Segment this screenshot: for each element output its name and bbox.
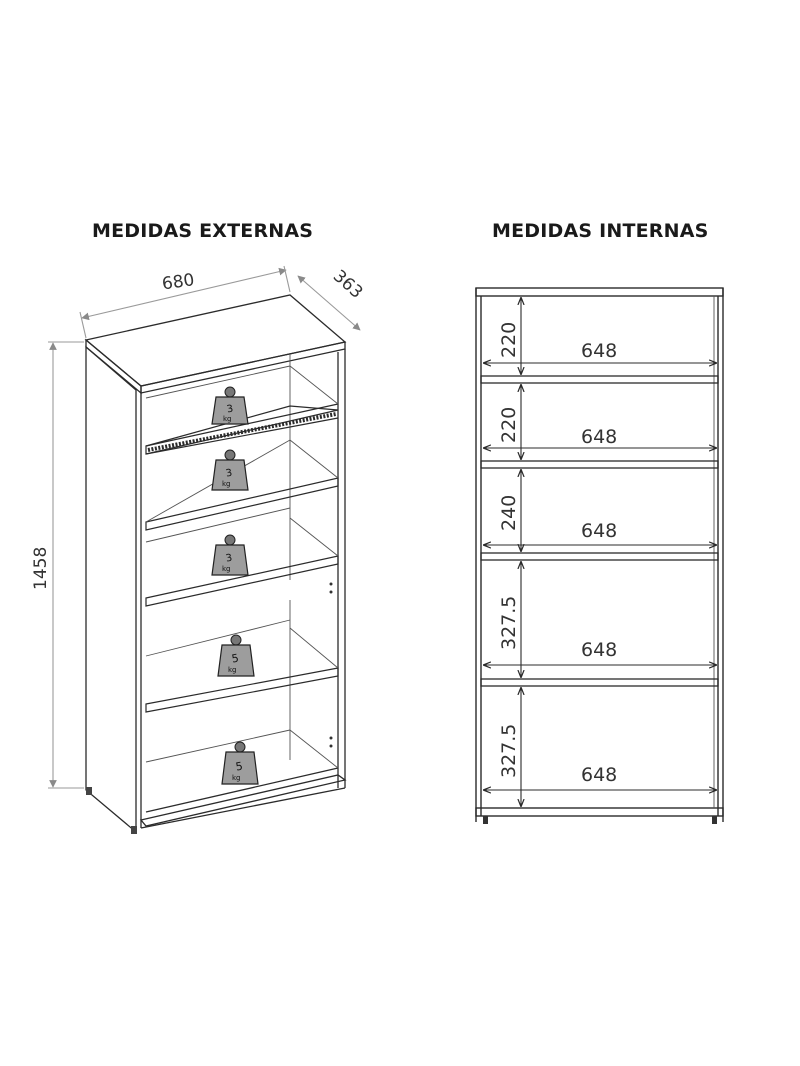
width-label: 680 [161,270,196,294]
svg-text:kg: kg [222,480,231,488]
svg-text:3: 3 [226,404,234,416]
compartment-4-width: 648 [581,639,617,661]
weight-icon-4: 5 kg [217,634,255,677]
compartment-1: 220 648 [484,298,716,374]
width-dimension-line [81,267,287,321]
external-view: 680 363 1458 [31,265,366,834]
svg-text:kg: kg [228,666,237,674]
svg-text:5: 5 [231,652,240,666]
weight-icon-2: 3 kg [211,449,249,491]
compartment-3-height: 240 [498,495,520,531]
compartment-5: 327.5 648 [484,688,716,806]
compartment-2-height: 220 [498,407,520,443]
compartment-3: 240 648 [484,470,716,551]
compartment-5-width: 648 [581,764,617,786]
internal-measurements-title: MEDIDAS INTERNAS [492,220,709,242]
weight-icon-1: 3 kg [211,386,249,425]
internal-view: 220 648 220 648 240 648 327.5 648 32 [475,287,724,824]
svg-text:kg: kg [222,565,231,573]
compartment-5-height: 327.5 [498,724,520,778]
svg-text:3: 3 [225,468,233,480]
depth-label: 363 [329,266,366,303]
weight-icon-3: 3 kg [211,534,249,576]
svg-text:kg: kg [223,415,232,423]
svg-text:5: 5 [235,760,244,774]
compartment-2-width: 648 [581,426,617,448]
height-label: 1458 [31,547,51,590]
compartment-1-height: 220 [498,322,520,358]
depth-dimension-line [297,275,361,331]
svg-text:kg: kg [232,774,241,782]
compartment-1-width: 648 [581,340,617,362]
weight-icon-5: 5 kg [221,741,259,785]
external-measurements-title: MEDIDAS EXTERNAS [92,220,314,242]
svg-text:3: 3 [225,553,233,565]
compartment-4-height: 327.5 [498,596,520,650]
compartment-2: 220 648 [484,385,716,459]
compartment-4: 327.5 648 [484,562,716,677]
compartment-3-width: 648 [581,520,617,542]
